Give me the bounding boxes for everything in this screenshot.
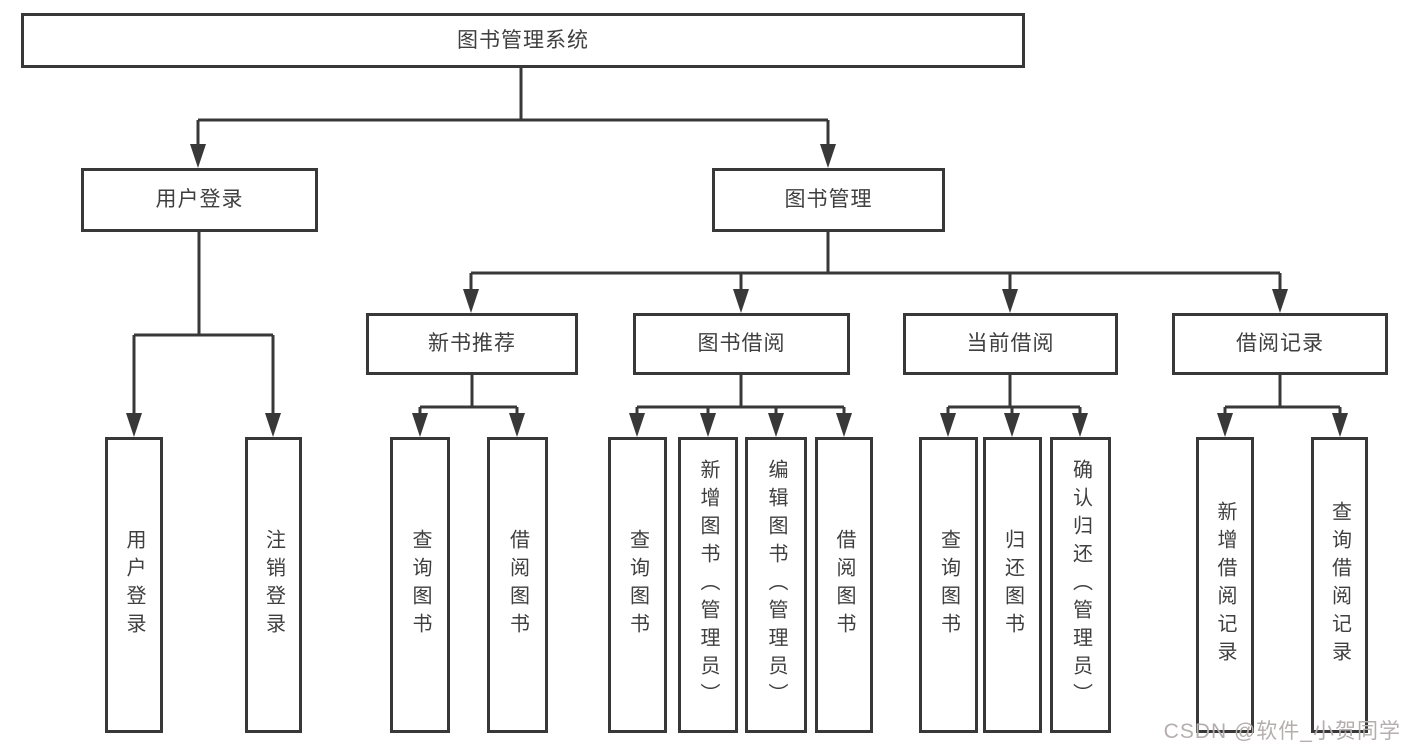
leaf-user-login: 用户登录 — [105, 437, 163, 733]
node-label: 借阅图书 — [506, 529, 529, 641]
leaf-add-books-admin: 新增图书（管理员） — [678, 437, 738, 733]
leaf-confirm-return-admin: 确认归还（管理员） — [1050, 437, 1111, 733]
node-label: 用户登录 — [155, 188, 244, 212]
leaf-add-borrow-record: 新增借阅记录 — [1196, 437, 1254, 733]
node-label: 新增图书（管理员） — [697, 459, 719, 711]
node-book-management-branch: 图书管理 — [712, 168, 945, 232]
node-label: 注销登录 — [262, 529, 285, 641]
node-label: 用户登录 — [123, 529, 145, 641]
node-label: 查询借阅记录 — [1328, 501, 1351, 669]
node-label: 查询图书 — [409, 529, 431, 641]
node-label: 归还图书 — [1001, 529, 1024, 641]
node-user-login-branch: 用户登录 — [81, 168, 318, 232]
node-label: 新增借阅记录 — [1214, 501, 1236, 669]
node-label: 借阅记录 — [1236, 332, 1324, 356]
node-new-book-recommendation: 新书推荐 — [366, 313, 578, 375]
csdn-watermark: CSDN @软件_小贺同学 — [1163, 720, 1401, 743]
node-label: 借阅图书 — [833, 529, 855, 641]
leaf-logout: 注销登录 — [245, 437, 302, 733]
leaf-query-books-recommend: 查询图书 — [390, 437, 450, 733]
node-label: 图书管理 — [784, 188, 873, 212]
node-root-system: 图书管理系统 — [21, 13, 1025, 68]
leaf-query-borrow-record: 查询借阅记录 — [1311, 437, 1368, 733]
node-label: 新书推荐 — [428, 332, 516, 356]
node-label: 确认归还（管理员） — [1069, 459, 1092, 711]
node-current-borrowing: 当前借阅 — [903, 313, 1118, 375]
leaf-return-books: 归还图书 — [983, 437, 1042, 733]
node-label: 图书管理系统 — [457, 28, 589, 52]
node-borrowing-records: 借阅记录 — [1172, 313, 1388, 375]
leaf-query-books-borrowing: 查询图书 — [608, 437, 667, 733]
leaf-query-books-current: 查询图书 — [919, 437, 978, 733]
node-label: 编辑图书（管理员） — [765, 459, 787, 711]
leaf-borrow-books: 借阅图书 — [815, 437, 873, 733]
leaf-edit-books-admin: 编辑图书（管理员） — [745, 437, 807, 733]
node-label: 图书借阅 — [697, 332, 786, 356]
leaf-borrow-books-recommend: 借阅图书 — [487, 437, 548, 733]
node-label: 查询图书 — [626, 529, 649, 641]
node-book-borrowing: 图书借阅 — [633, 313, 850, 375]
node-label: 查询图书 — [937, 529, 960, 641]
node-label: 当前借阅 — [966, 332, 1055, 356]
